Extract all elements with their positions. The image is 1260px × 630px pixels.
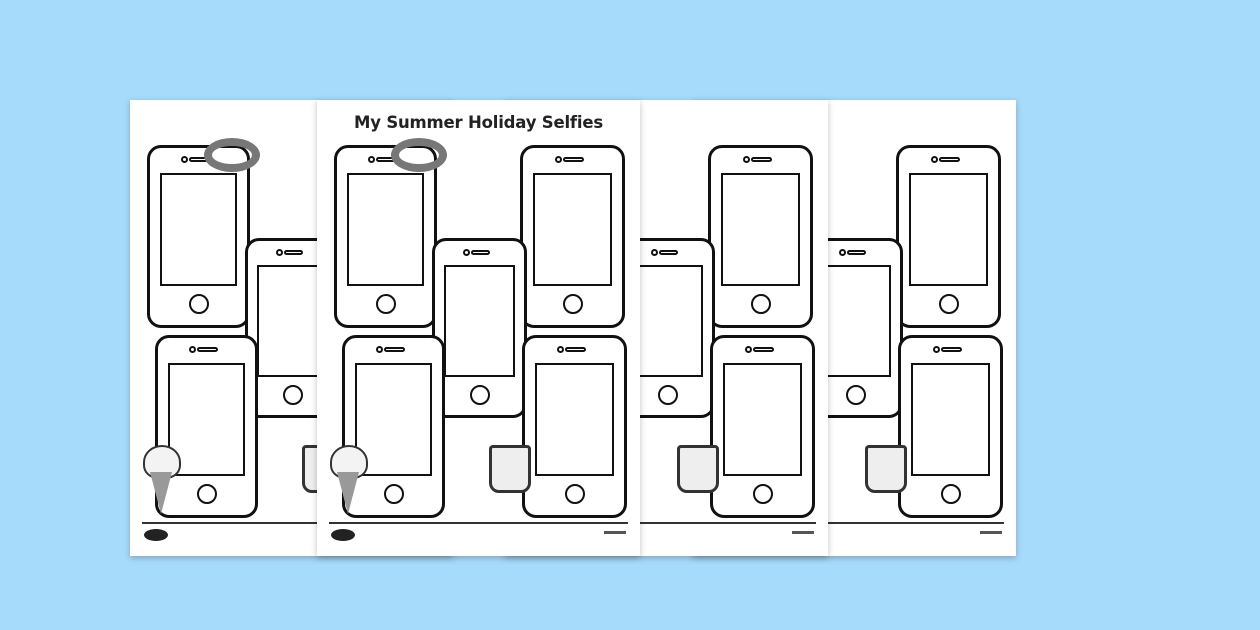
phone-frame <box>520 145 625 328</box>
speaker-icon <box>383 346 406 352</box>
home-button-icon <box>282 384 303 405</box>
speaker-icon <box>658 249 679 255</box>
selfie-box <box>631 265 704 377</box>
camera-icon <box>181 155 189 163</box>
selfie-box <box>819 265 892 377</box>
home-button-icon <box>562 294 583 315</box>
phone-frame <box>147 145 250 328</box>
home-button-icon <box>469 384 490 405</box>
camera-icon <box>556 345 564 353</box>
camera-icon <box>930 155 938 163</box>
selfie-box <box>159 172 238 287</box>
selfie-box <box>534 362 615 477</box>
selfie-box <box>532 172 613 287</box>
camera-icon <box>932 345 940 353</box>
speaker-icon <box>470 249 491 255</box>
camera-icon <box>463 248 471 256</box>
bucket-icon <box>489 445 531 493</box>
footer-url-mark <box>980 531 1002 534</box>
camera-icon <box>376 345 384 353</box>
home-button-icon <box>750 294 771 315</box>
footer-rule <box>517 522 816 524</box>
phone-frame <box>896 145 1001 328</box>
twinkl-logo <box>144 529 168 541</box>
home-button-icon <box>657 384 678 405</box>
phone-frame <box>334 145 437 328</box>
camera-icon <box>651 248 659 256</box>
home-button-icon <box>196 484 217 505</box>
ice-cream-icon <box>143 445 181 479</box>
speaker-icon <box>846 249 867 255</box>
selfie-box <box>443 265 516 377</box>
speaker-icon <box>564 346 587 352</box>
phone-frame <box>708 145 813 328</box>
selfie-box <box>167 362 246 477</box>
twinkl-logo <box>331 529 355 541</box>
bucket-icon <box>677 445 719 493</box>
camera-icon <box>744 345 752 353</box>
worksheet-title: My Summer Holiday Selfies <box>354 113 603 132</box>
home-button-icon <box>845 384 866 405</box>
cone-icon <box>337 472 359 514</box>
camera-icon <box>839 248 847 256</box>
footer-rule <box>142 522 441 524</box>
lifebuoy-icon <box>204 138 260 172</box>
home-button-icon <box>938 294 959 315</box>
lifebuoy-icon <box>391 138 447 172</box>
home-button-icon <box>375 294 396 315</box>
footer-url-mark <box>792 531 814 534</box>
phone-frame <box>898 335 1003 518</box>
selfie-box <box>720 172 801 287</box>
speaker-icon <box>283 249 304 255</box>
phone-frame <box>342 335 445 518</box>
selfie-box <box>908 172 989 287</box>
camera-icon <box>742 155 750 163</box>
home-button-icon <box>752 484 773 505</box>
footer-rule <box>329 522 628 524</box>
phone-frame <box>155 335 258 518</box>
home-button-icon <box>188 294 209 315</box>
sheet-front: My Summer Holiday Selfies <box>317 100 640 556</box>
speaker-icon <box>940 346 963 352</box>
speaker-icon <box>562 156 585 162</box>
phone-frame <box>522 335 627 518</box>
speaker-icon <box>752 346 775 352</box>
footer-url-mark <box>604 531 626 534</box>
selfie-box <box>354 362 433 477</box>
selfie-box <box>722 362 803 477</box>
camera-icon <box>189 345 197 353</box>
home-button-icon <box>940 484 961 505</box>
footer-rule <box>705 522 1004 524</box>
home-button-icon <box>383 484 404 505</box>
selfie-box <box>346 172 425 287</box>
bucket-icon <box>865 445 907 493</box>
speaker-icon <box>938 156 961 162</box>
camera-icon <box>554 155 562 163</box>
camera-icon <box>276 248 284 256</box>
speaker-icon <box>196 346 219 352</box>
phone-frame <box>432 238 527 418</box>
speaker-icon <box>750 156 773 162</box>
cone-icon <box>150 472 172 514</box>
home-button-icon <box>564 484 585 505</box>
camera-icon <box>368 155 376 163</box>
phone-frame <box>710 335 815 518</box>
selfie-box <box>910 362 991 477</box>
